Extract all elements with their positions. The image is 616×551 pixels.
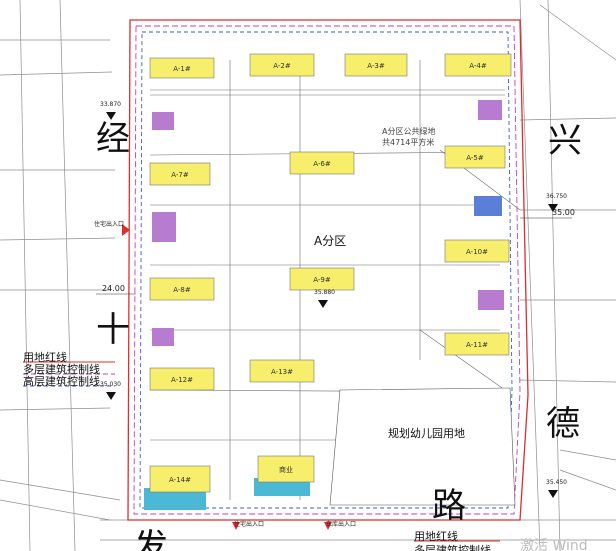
legend-high-rise-line: 高层建筑控制线 [23, 375, 100, 388]
building-label: A-11# [466, 341, 488, 349]
building-label: A-8# [173, 286, 191, 294]
service-blocks [152, 100, 504, 346]
high-rise-control-line [139, 31, 513, 509]
building-label: A-6# [313, 160, 331, 168]
elevation-top-left: 33.870 [100, 101, 121, 108]
entrance-markers [122, 224, 332, 530]
building-label: A-3# [367, 62, 385, 70]
building-label: A-10# [466, 248, 488, 256]
building-label: 商业 [279, 465, 293, 474]
public-green-note-2: 共4714平方米 [382, 138, 435, 147]
dimension-24: 24.00 [102, 284, 125, 293]
road-name-west-2: 十 [96, 310, 130, 350]
building-label: A-14# [169, 476, 191, 484]
building-label: A-1# [173, 65, 191, 73]
road-name-west-1: 经 [96, 119, 130, 159]
kindergarten-label: 规划幼儿园用地 [388, 427, 465, 440]
road-name-south-partial: 发 [134, 527, 168, 551]
dimension-35: 35.00 [552, 208, 575, 217]
legend-bottom-multi-storey: 多层建筑控制线 [414, 544, 491, 551]
building-label: A-2# [273, 62, 291, 70]
building-label: A-13# [271, 368, 293, 376]
buildings [149, 53, 512, 493]
building-labels: A-1# A-2# A-3# A-4# A-5# A-6# A-7# A-8# A-9# A-10… [169, 62, 488, 484]
building-label: A-9# [313, 276, 331, 284]
building-label: A-7# [171, 171, 189, 179]
elevation-right-lower: 35.450 [546, 479, 567, 486]
cyan-area-left [144, 488, 206, 510]
entrance-bottom-1-label: 住宅出入口 [234, 521, 265, 528]
building-label: A-12# [171, 376, 193, 384]
legend-swatches-left [23, 361, 115, 387]
entrance-bottom-2-label: 车库出入口 [326, 521, 357, 528]
activation-watermark: 激活 Wind [520, 538, 588, 551]
kindergarten-plot [329, 387, 516, 506]
entrance-left-label: 住宅出入口 [94, 221, 125, 228]
public-green-note-1: A分区公共绿地 [382, 127, 436, 136]
building-label: A-4# [469, 62, 487, 70]
legend-bottom-land-use: 用地红线 [414, 530, 458, 543]
road-name-east-1: 兴 [548, 121, 582, 161]
cyan-area-right [254, 478, 310, 496]
zone-label: A分区 [314, 234, 347, 248]
road-name-east-2: 德 [546, 404, 580, 444]
legend-multi-storey-line: 多层建筑控制线 [23, 363, 100, 376]
multi-storey-control-line [133, 25, 521, 515]
elevation-left-mid: 35.030 [100, 381, 121, 388]
elevation-right-upper: 36.750 [546, 193, 567, 200]
elevation-markers [106, 112, 558, 498]
elevation-mid: 35.880 [314, 289, 335, 296]
land-use-red-line [127, 19, 529, 521]
blue-block [474, 196, 502, 216]
road-name-south: 路 [432, 486, 466, 526]
building-label: A-5# [466, 154, 484, 162]
legend-land-use-line: 用地红线 [23, 351, 67, 364]
